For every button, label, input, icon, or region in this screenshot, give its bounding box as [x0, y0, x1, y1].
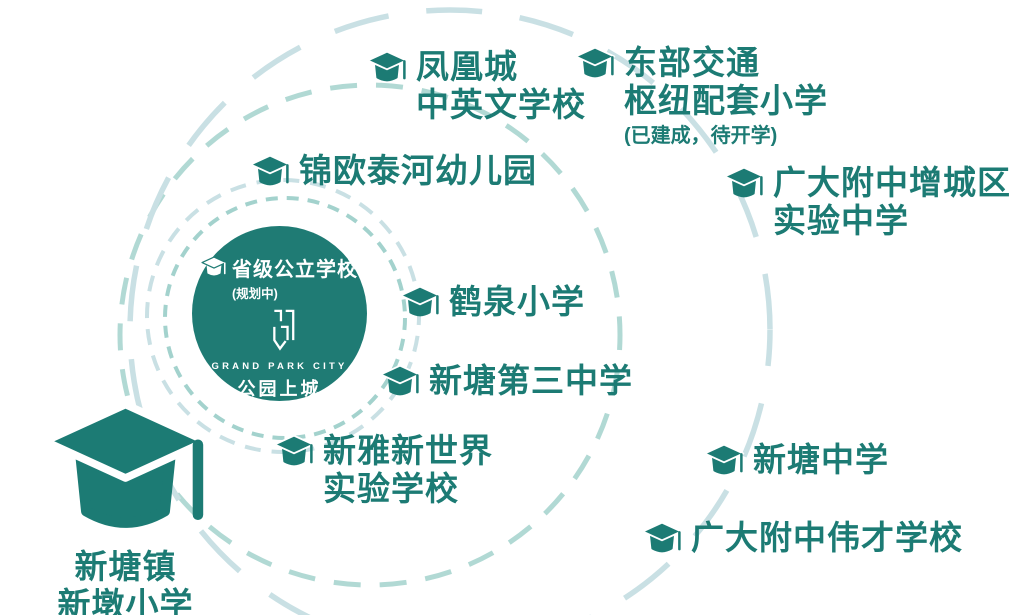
school-item-guangda-fuzhong-weicai: 广大附中伟才学校: [641, 519, 963, 558]
brand-name-english: GRAND PARK CITY: [211, 361, 348, 373]
school-name-line: 新塘第三中学: [429, 362, 633, 399]
badge-status-note: (规划中): [232, 287, 278, 301]
ring-outer: [127, 7, 773, 615]
graduation-cap-icon: [379, 364, 421, 401]
school-item-xintang-no3: 新塘第三中学: [379, 362, 633, 401]
graduation-cap-icon: [399, 285, 441, 322]
ring-inner-1: [163, 196, 407, 440]
school-name-line: 实验中学: [773, 202, 909, 240]
school-name-line: 凤凰城: [416, 48, 518, 85]
school-item-hequan: 鹤泉小学: [399, 283, 585, 322]
school-item-fenghuangcheng: 凤凰城 中英文学校: [366, 48, 586, 125]
school-status-note: (已建成，待开学): [624, 124, 778, 147]
school-name-line: 东部交通: [624, 44, 760, 81]
brand-name-chinese: 公园上城: [237, 379, 322, 400]
school-name-line: 广大附中伟才学校: [691, 519, 963, 556]
grand-park-city-badge: 省级公立学校 (规划中) GRAND PARK CITY 公园上城: [192, 226, 367, 401]
school-item-guangda-fuzhong-zengcheng: 广大附中增城区 实验中学: [723, 164, 1011, 241]
school-item-jinou-taihe: 锦欧泰河幼儿园: [249, 152, 537, 191]
school-name-line: 广大附中增城区: [773, 164, 1011, 201]
graduation-cap-icon: [723, 166, 765, 203]
school-item-xinya-xinshijie: 新雅新世界 实验学校: [273, 432, 493, 509]
school-item-dongbu-jiaotong: 东部交通 枢纽配套小学 (已建成，待开学): [574, 44, 828, 148]
school-name-line: 新塘中学: [753, 441, 889, 478]
school-name-line: 枢纽配套小学: [624, 82, 828, 120]
graduation-cap-icon: [201, 256, 227, 279]
school-item-xintangzhen-xindun: 新塘镇 新墩小学: [38, 383, 213, 615]
graduation-cap-icon: [249, 154, 291, 191]
badge-head: 省级公立学校 (规划中): [201, 253, 358, 302]
school-name-line: 中英文学校: [416, 86, 586, 124]
school-name-line: 鹤泉小学: [449, 283, 585, 320]
ring-middle: [117, 82, 623, 588]
school-name-line: 实验学校: [323, 470, 459, 508]
school-name-line: 新墩小学: [57, 586, 194, 615]
school-name-line: 锦欧泰河幼儿园: [299, 152, 537, 189]
graduation-cap-icon: [273, 434, 315, 471]
school-item-xintang-zhongxue: 新塘中学: [703, 441, 889, 480]
graduation-cap-icon: [703, 443, 745, 480]
school-name-line: 新塘镇: [74, 548, 177, 585]
graduation-cap-icon: [366, 50, 408, 87]
grand-park-city-logo: [263, 308, 297, 353]
graduation-cap-icon: [641, 521, 683, 558]
badge-category-label: 省级公立学校: [232, 259, 358, 281]
graduation-cap-icon: [38, 401, 213, 548]
graduation-cap-icon: [574, 46, 616, 83]
school-name-line: 新雅新世界: [323, 432, 493, 469]
